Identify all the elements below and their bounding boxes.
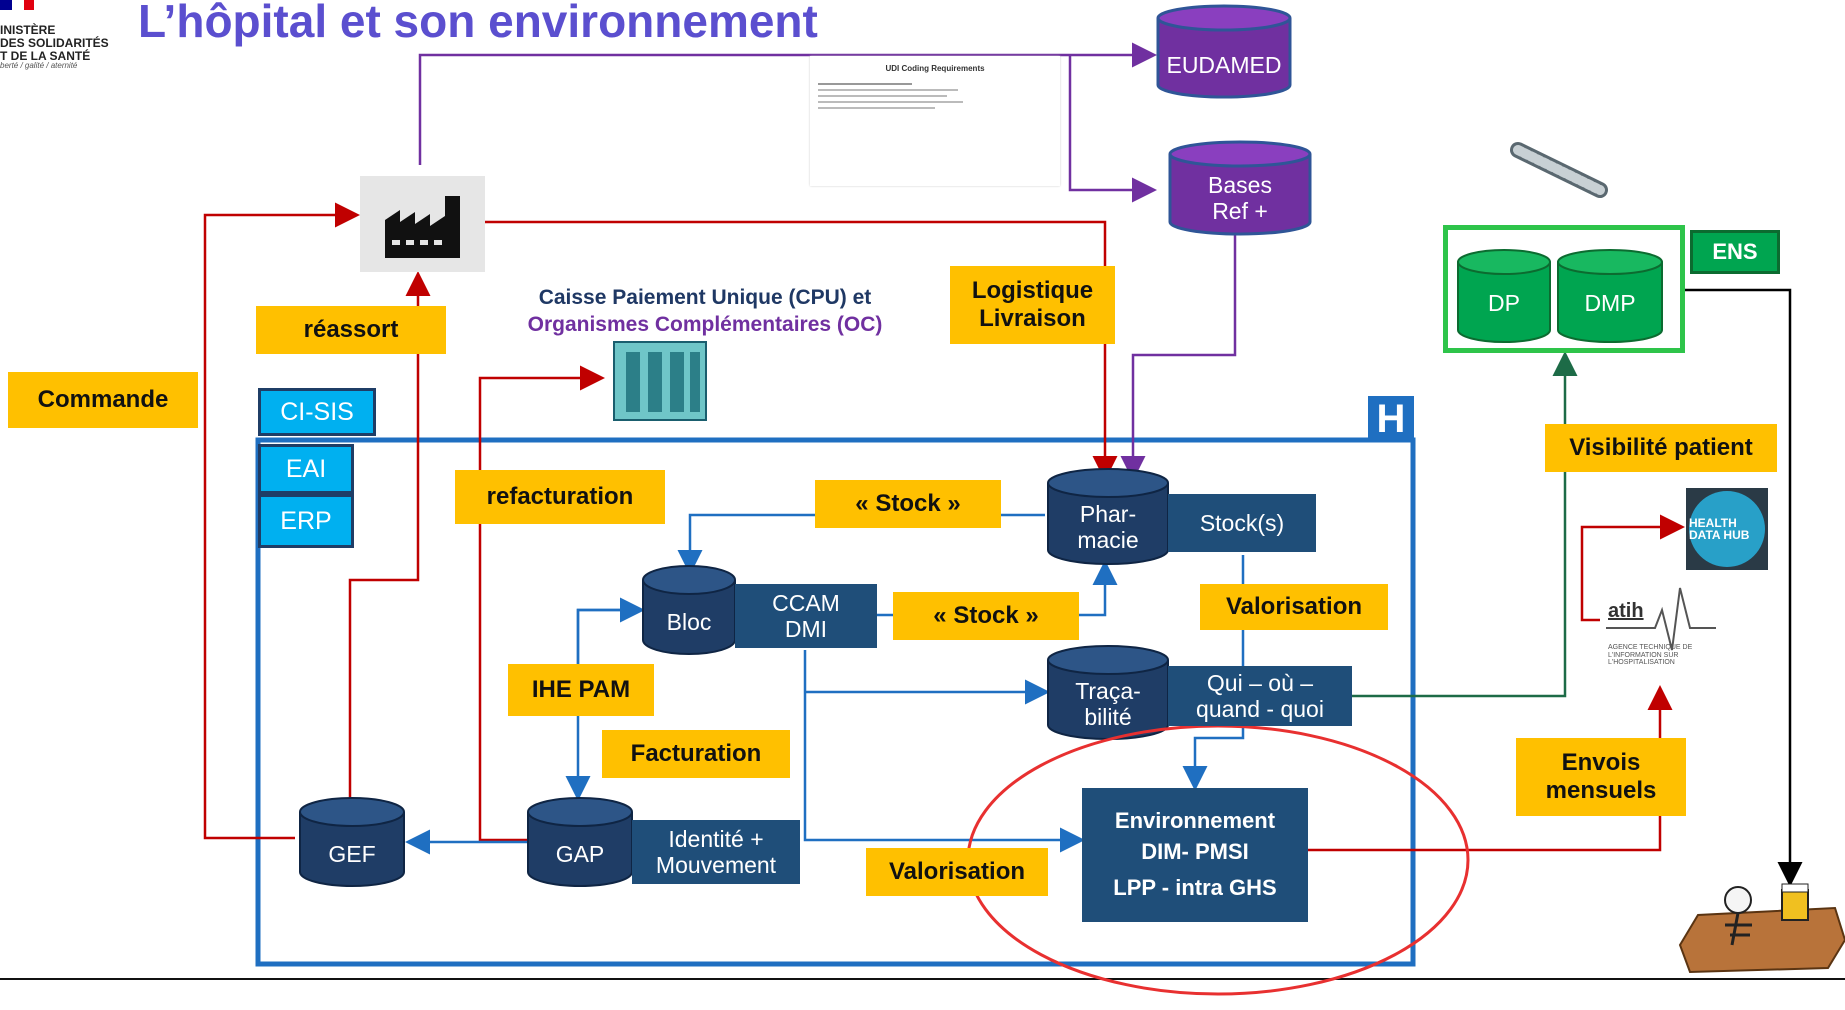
environnement-line-2: DIM- PMSI bbox=[1141, 838, 1249, 864]
ens-frame bbox=[1443, 225, 1685, 353]
ccam-dmi-box: CCAM DMI bbox=[735, 584, 877, 648]
environnement-line-1: Environnement bbox=[1114, 807, 1276, 833]
ministry-motto: berté / galité / aternité bbox=[0, 61, 78, 70]
gef-cylinder bbox=[299, 797, 405, 887]
tracabilite-line-1: Traça- bbox=[1075, 677, 1141, 704]
label-ihe-pam: IHE PAM bbox=[508, 664, 654, 716]
dp-cylinder bbox=[1457, 249, 1551, 343]
envois-line-1: Envois bbox=[1561, 749, 1641, 777]
skeleton-icon bbox=[1678, 883, 1845, 974]
ministry-line-1: INISTÈRE bbox=[0, 23, 56, 37]
health-data-hub-label: HEALTH DATA HUB bbox=[1689, 491, 1765, 567]
tracabilite-cylinder bbox=[1047, 645, 1169, 740]
gap-cylinder bbox=[527, 797, 633, 887]
eai-box: EAI bbox=[258, 444, 354, 494]
ci-sis-box: CI-SIS bbox=[258, 388, 376, 436]
ccam-dmi-line-2: DMI bbox=[784, 616, 828, 642]
stent-icon bbox=[1510, 142, 1608, 198]
dmp-cylinder bbox=[1557, 249, 1663, 343]
bases-ref-line-2: Ref + bbox=[1212, 198, 1268, 224]
building-icon bbox=[613, 341, 707, 421]
tracabilite-label: Traça- bilité bbox=[1048, 672, 1168, 736]
cpu-title-line-2: Organismes Complémentaires (OC) bbox=[527, 313, 883, 337]
eudamed-label: EUDAMED bbox=[1166, 51, 1282, 78]
erp-box: ERP bbox=[258, 494, 354, 548]
bases-ref-line-1: Bases bbox=[1208, 171, 1272, 198]
label-visibilite: Visibilité patient bbox=[1545, 424, 1777, 472]
atih-logo: atih bbox=[1608, 600, 1644, 622]
pharmacie-label: Phar- macie bbox=[1048, 495, 1168, 559]
health-data-hub-logo: HEALTH DATA HUB bbox=[1686, 488, 1768, 570]
dp-label: DP bbox=[1488, 289, 1520, 316]
flag-icon bbox=[0, 0, 12, 10]
environnement-box: Environnement DIM- PMSI LPP - intra GHS bbox=[1082, 788, 1308, 922]
logistique-line-2: Livraison bbox=[979, 305, 1086, 332]
label-stock-1: « Stock » bbox=[815, 480, 1001, 528]
eudamed-cylinder bbox=[1156, 4, 1292, 99]
logistique-line-1: Logistique bbox=[971, 277, 1094, 305]
bases-ref-label: Bases Ref + bbox=[1170, 166, 1310, 230]
gap-label: GAP bbox=[555, 840, 605, 867]
label-envois: Envois mensuels bbox=[1516, 738, 1686, 816]
pharmacie-cylinder bbox=[1047, 468, 1169, 565]
pharmacie-line-1: Phar- bbox=[1079, 500, 1137, 527]
ministry-line-3: T DE LA SANTÉ bbox=[0, 49, 91, 64]
label-valorisation-1: Valorisation bbox=[1200, 584, 1388, 630]
identite-box: Identité + Mouvement bbox=[632, 820, 800, 884]
tracabilite-line-2: bilité bbox=[1084, 704, 1132, 730]
dmp-label: DMP bbox=[1584, 289, 1636, 316]
envois-line-2: mensuels bbox=[1545, 777, 1657, 804]
label-valorisation-2: Valorisation bbox=[866, 848, 1048, 896]
label-logistique: Logistique Livraison bbox=[950, 266, 1115, 344]
gef-label: GEF bbox=[328, 840, 376, 867]
hospital-icon: H bbox=[1368, 396, 1414, 442]
environnement-line-3: LPP - intra GHS bbox=[1113, 875, 1277, 901]
ens-label: ENS bbox=[1690, 230, 1780, 274]
label-stock-2: « Stock » bbox=[893, 592, 1079, 640]
factory-icon bbox=[360, 176, 485, 272]
bases-ref-cylinder bbox=[1168, 140, 1312, 236]
ministry-logo: INISTÈRE DES SOLIDARITÉS T DE LA SANTÉ bbox=[0, 23, 109, 64]
page-title: L’hôpital et son environnement bbox=[138, 0, 818, 47]
bloc-cylinder bbox=[642, 565, 736, 655]
qui-ou-line-1: Qui – où – bbox=[1206, 669, 1314, 696]
qui-ou-line-2: quand - quoi bbox=[1196, 696, 1324, 722]
label-refacturation: refacturation bbox=[455, 470, 665, 524]
label-facturation: Facturation bbox=[602, 730, 790, 778]
pharmacie-line-2: macie bbox=[1077, 527, 1139, 553]
qui-ou-box: Qui – où – quand - quoi bbox=[1168, 666, 1352, 726]
hospital-frame bbox=[255, 437, 1416, 967]
label-reassort: réassort bbox=[256, 306, 446, 354]
bloc-label: Bloc bbox=[666, 608, 712, 635]
ccam-dmi-line-1: CCAM bbox=[772, 589, 840, 616]
atih-subtitle: AGENCE TECHNIQUE DE L'INFORMATION SUR L'… bbox=[1608, 644, 1693, 667]
udi-title: UDI Coding Requirements bbox=[885, 64, 985, 73]
stocks-box: Stock(s) bbox=[1168, 494, 1316, 552]
ministry-line-2: DES SOLIDARITÉS bbox=[0, 36, 109, 51]
label-commande: Commande bbox=[8, 372, 198, 428]
identite-line-1: Identité + bbox=[668, 825, 764, 852]
cpu-title: Caisse Paiement Unique (CPU) et Organism… bbox=[510, 284, 900, 339]
heartbeat-icon bbox=[1606, 587, 1716, 651]
udi-document: UDI Coding Requirements bbox=[810, 56, 1060, 186]
identite-line-2: Mouvement bbox=[655, 852, 777, 878]
cpu-title-line-1: Caisse Paiement Unique (CPU) et bbox=[538, 286, 872, 309]
